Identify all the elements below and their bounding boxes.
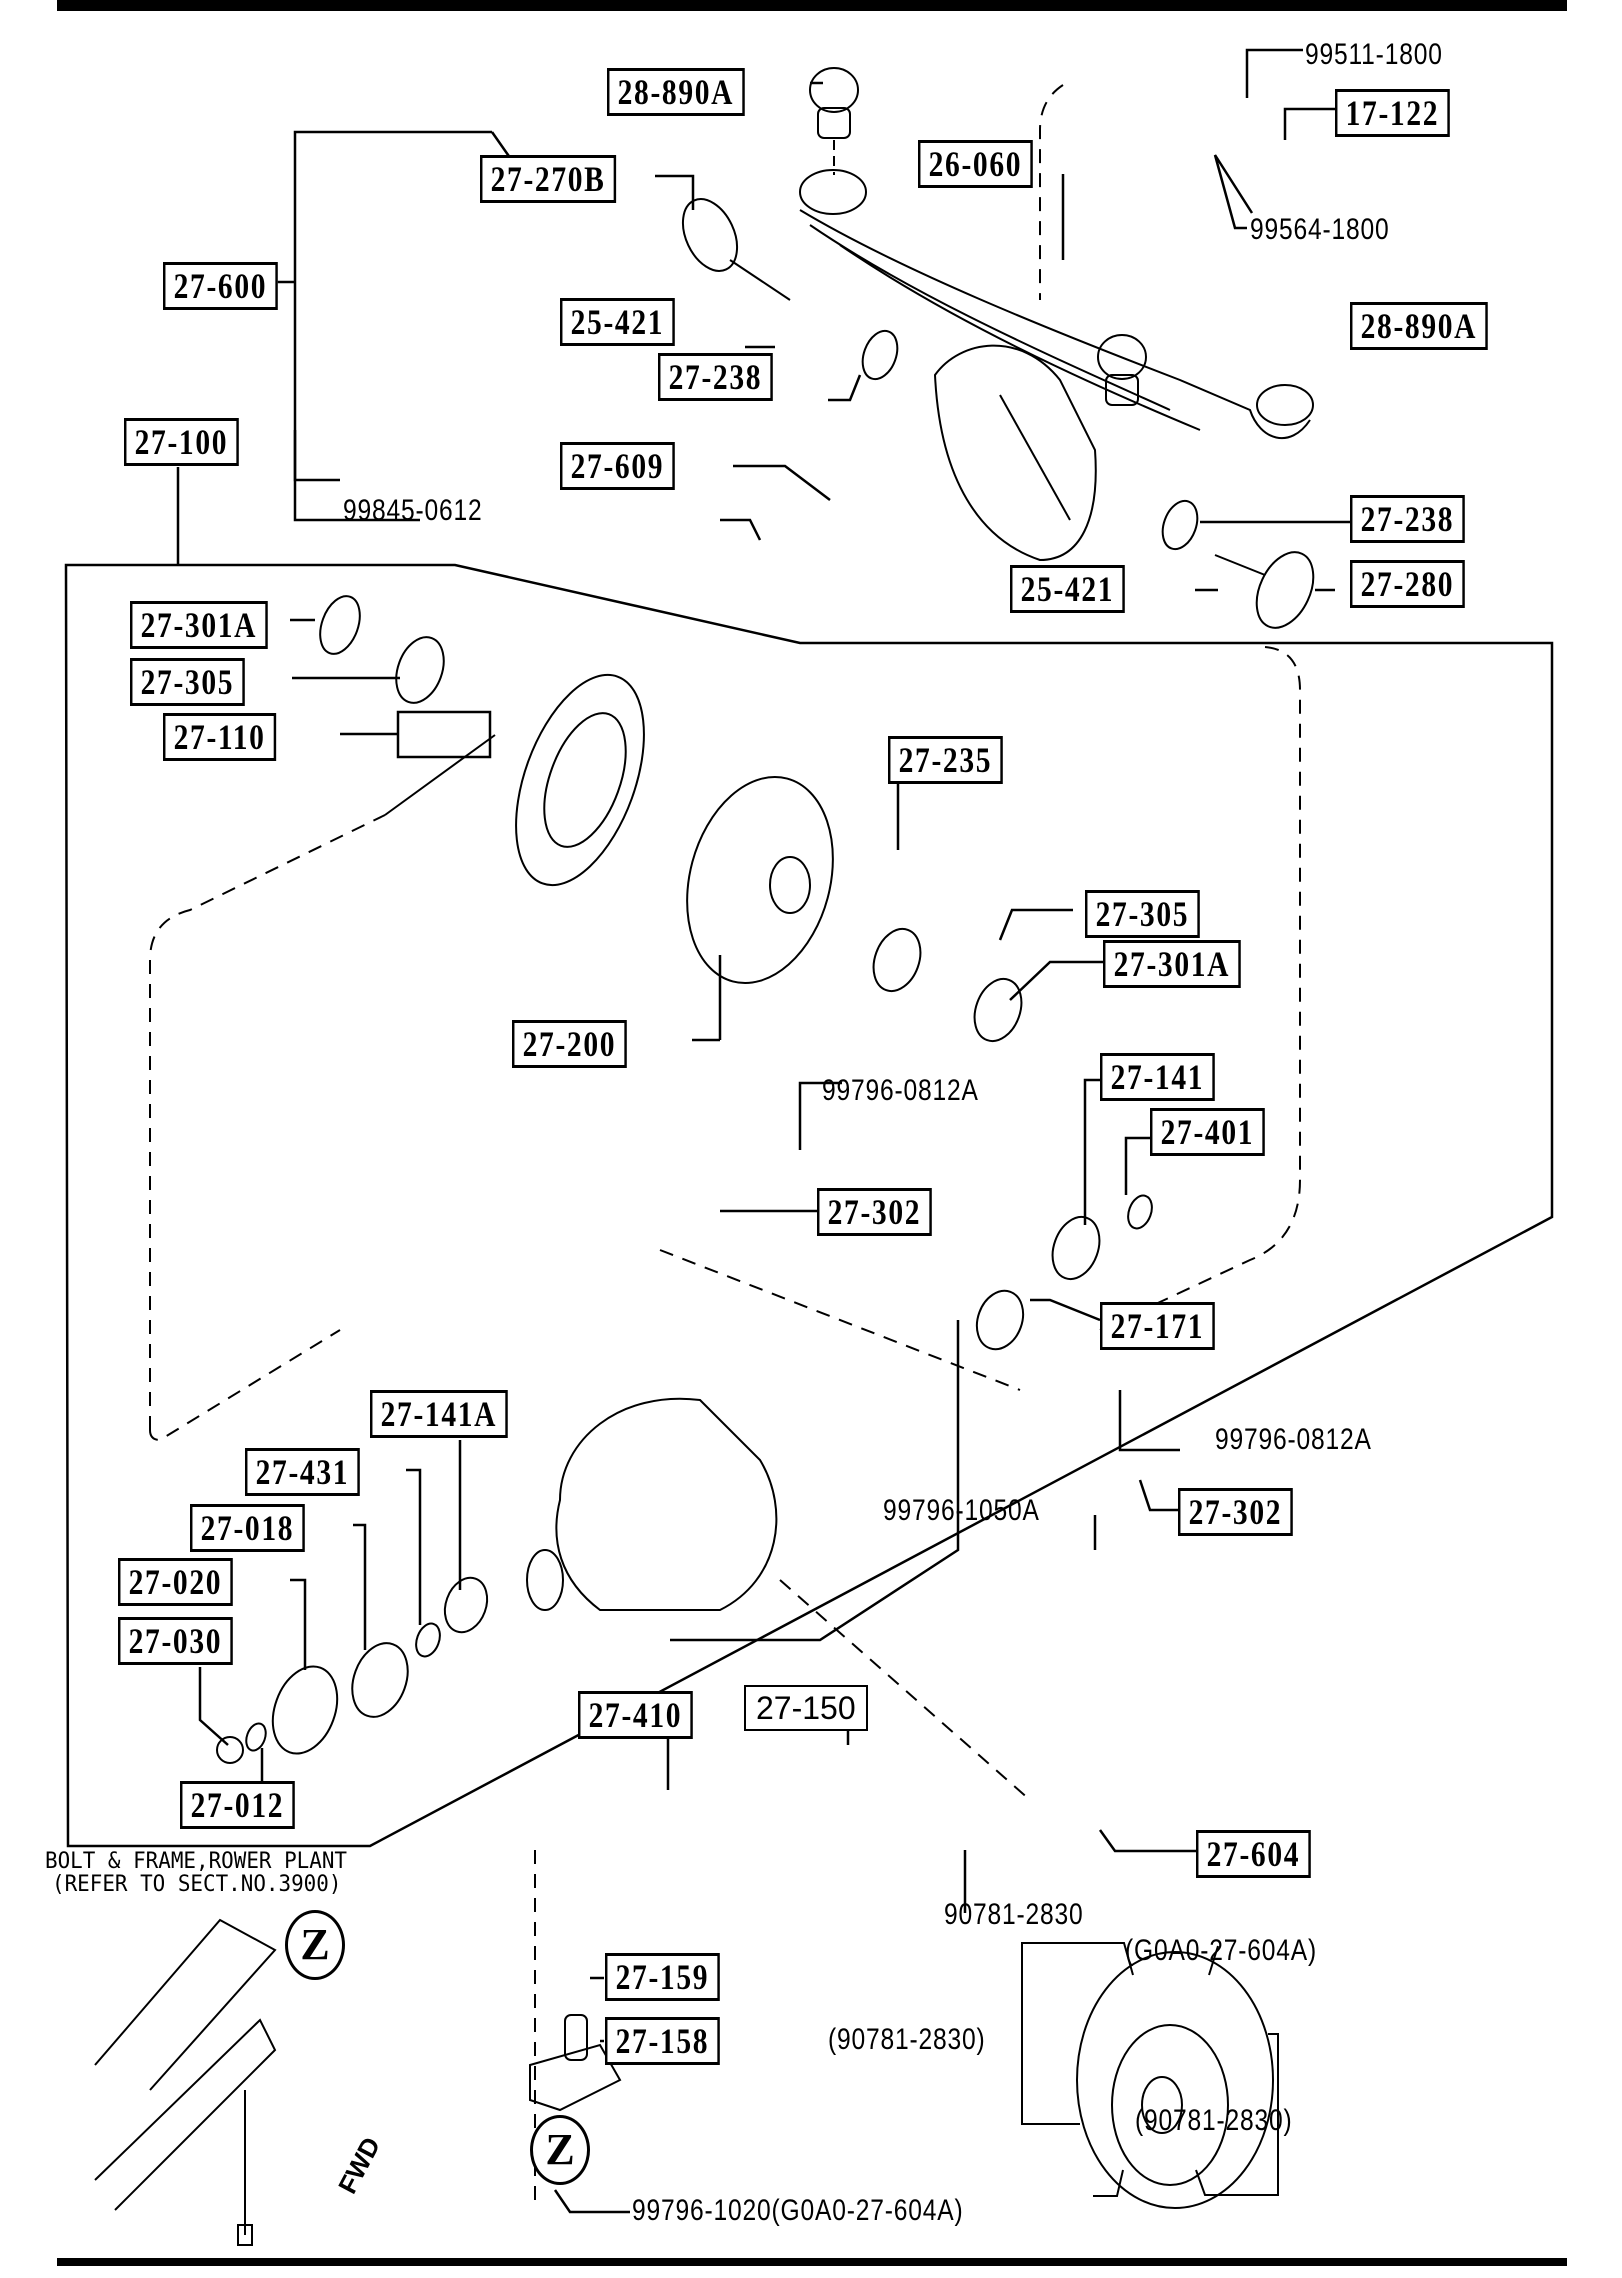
callout-27-150[interactable]: 27-150 [744,1685,868,1731]
callout-27-141[interactable]: 27-141 [1100,1053,1215,1101]
callout-27-018[interactable]: 27-018 [190,1504,305,1552]
callout-27-600[interactable]: 27-600 [163,262,278,310]
callout-27-012[interactable]: 27-012 [180,1781,295,1829]
callout-28-890A-right[interactable]: 28-890A [1350,302,1488,350]
callout-99796-0812A-top[interactable]: 99796-0812A [822,1074,979,1107]
frame-27-100 [64,467,1554,1848]
callout-99511-1800[interactable]: 99511-1800 [1305,38,1443,71]
callout-27-171[interactable]: 27-171 [1100,1302,1215,1350]
callout-27-110[interactable]: 27-110 [163,713,277,761]
callout-27-431[interactable]: 27-431 [245,1448,360,1496]
callout-17-122[interactable]: 17-122 [1335,89,1450,137]
callout-99845-0612[interactable]: 99845-0612 [343,494,483,527]
callout-99796-1020[interactable]: 99796-1020(G0A0-27-604A) [632,2194,964,2227]
ring-gear-27-110 [384,673,645,887]
callout-90781-2830[interactable]: 90781-2830 [944,1898,1084,1931]
callout-27-238-right[interactable]: 27-238 [1350,495,1465,543]
rear-cover-illustration [1021,1942,1279,2209]
flange-27-270B [681,198,791,301]
callout-99796-1050A[interactable]: 99796-1050A [883,1494,1040,1527]
callout-27-302-top[interactable]: 27-302 [817,1188,932,1236]
top-border-rule [57,0,1567,11]
note-bolt-frame-line1: BOLT & FRAME,ROWER PLANT [45,1849,347,1874]
bushing-28-890A-top [809,67,859,175]
callout-27-030[interactable]: 27-030 [118,1617,233,1665]
callout-27-270B[interactable]: 27-270B [480,155,617,203]
callout-27-302-bottom[interactable]: 27-302 [1178,1488,1293,1536]
note-bolt-frame-line2: (REFER TO SECT.NO.3900) [52,1872,342,1897]
frame-illustration [94,1918,277,2246]
callout-27-305-right[interactable]: 27-305 [1085,890,1200,938]
callout-27-401[interactable]: 27-401 [1150,1108,1265,1156]
bushing-28-890A-right [1097,334,1147,406]
z-reference-mark-bracket: Z [530,2115,590,2185]
callout-27-100[interactable]: 27-100 [124,418,239,466]
callout-27-020[interactable]: 27-020 [118,1558,233,1606]
callout-27-141A[interactable]: 27-141A [370,1390,508,1438]
callout-27-609[interactable]: 27-609 [560,442,675,490]
callout-26-060[interactable]: 26-060 [918,140,1033,188]
callout-27-301A-right[interactable]: 27-301A [1103,940,1241,988]
bracket-27-600 [293,130,492,522]
cover-callout-g0a0-27-604a[interactable]: (G0A0-27-604A) [1125,1934,1317,1967]
callout-27-604[interactable]: 27-604 [1196,1830,1311,1878]
bracket-27-158 [529,2014,622,2112]
callout-28-890A-top[interactable]: 28-890A [607,68,745,116]
crossmember-illustration [799,169,1314,562]
differential-case-27-200 [686,775,834,985]
callout-27-305-left[interactable]: 27-305 [130,658,245,706]
leader-lines [198,48,1350,2214]
callout-27-301A-left[interactable]: 27-301A [130,601,268,649]
bottom-border-rule [57,2258,1567,2266]
callout-27-410[interactable]: 27-410 [578,1691,693,1739]
flange-27-280 [1214,551,1315,629]
callout-25-421-top[interactable]: 25-421 [560,298,675,346]
callout-27-159[interactable]: 27-159 [605,1953,720,2001]
callout-99564-1800[interactable]: 99564-1800 [1250,213,1390,246]
callout-27-200[interactable]: 27-200 [512,1020,627,1068]
dashed-assembly-lines [149,84,1301,2200]
callout-99796-0812A-bottom[interactable]: 99796-0812A [1215,1423,1372,1456]
cover-callout-90781-2830-right[interactable]: (90781-2830) [1135,2104,1293,2137]
z-reference-mark-frame: Z [285,1910,345,1980]
callout-27-235[interactable]: 27-235 [888,736,1003,784]
callout-27-158[interactable]: 27-158 [605,2017,720,2065]
cover-callout-90781-2830-left[interactable]: (90781-2830) [828,2023,986,2056]
bearings-and-seals [216,329,1199,1764]
carrier-housing [526,1397,778,1611]
callout-27-238-left[interactable]: 27-238 [658,353,773,401]
callout-25-421-bottom[interactable]: 25-421 [1010,565,1125,613]
callout-27-280[interactable]: 27-280 [1350,560,1465,608]
bracket-99845 [293,430,340,482]
